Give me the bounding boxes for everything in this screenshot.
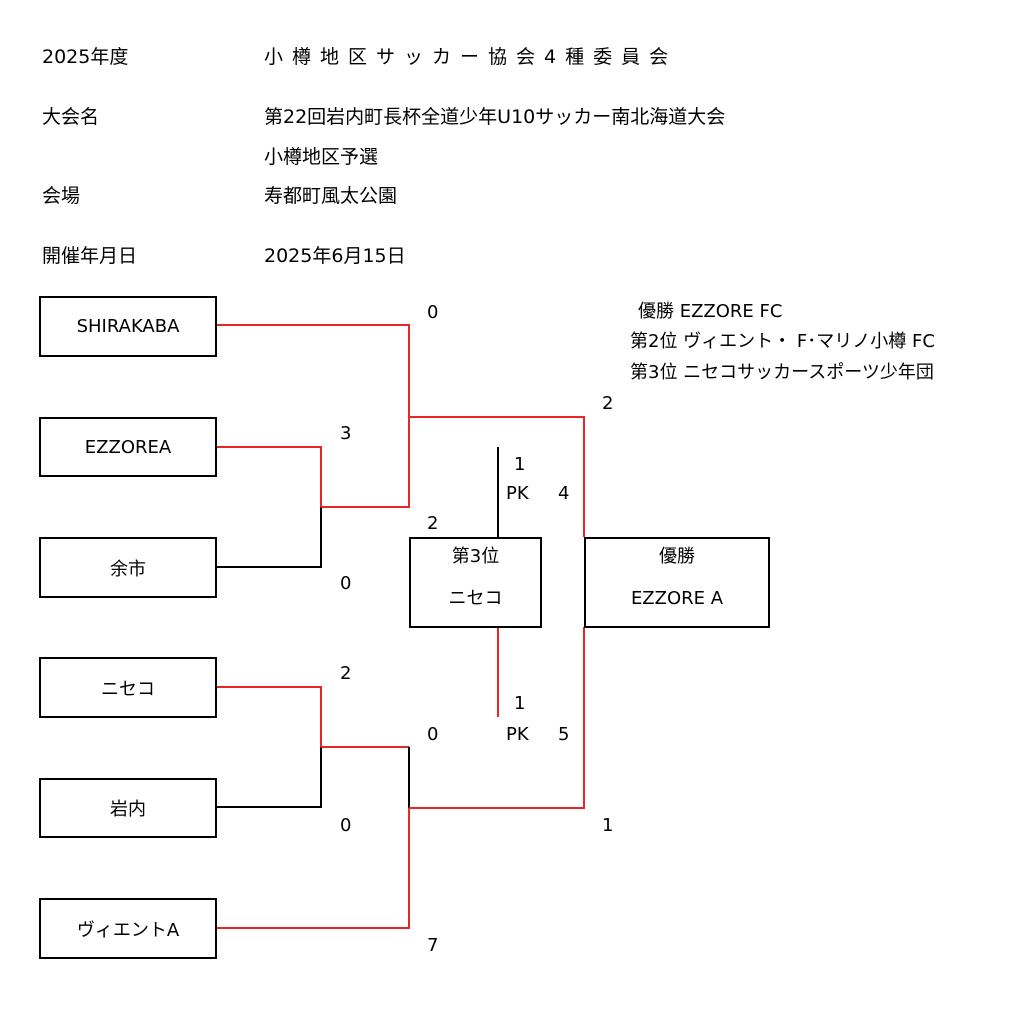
score-niseko: 2 bbox=[340, 663, 352, 684]
line-semi2-out bbox=[409, 627, 585, 809]
line-shirakaba bbox=[216, 324, 410, 417]
pk-label-bottom: PK bbox=[506, 724, 529, 745]
venue: 寿都町風太公園 bbox=[264, 185, 398, 207]
score-shirakaba: 0 bbox=[427, 302, 439, 323]
line-niseko bbox=[216, 686, 322, 747]
score-iwanai: 0 bbox=[340, 815, 352, 836]
team-box: 岩内 bbox=[39, 778, 217, 838]
score-semi1: 2 bbox=[427, 513, 439, 534]
score-vientoa: 7 bbox=[427, 935, 439, 956]
team-box: SHIRAKABA bbox=[39, 296, 217, 357]
score-third-top: 1 bbox=[514, 454, 526, 475]
date-label: 開催年月日 bbox=[42, 245, 138, 267]
event-date: 2025年6月15日 bbox=[264, 245, 406, 267]
score-yoichi: 0 bbox=[340, 573, 352, 594]
team-box: ヴィエントA bbox=[39, 898, 217, 959]
score-semi2: 0 bbox=[427, 724, 439, 745]
season-year: 2025年度 bbox=[42, 46, 129, 68]
line-vientoa bbox=[216, 808, 410, 929]
third-place-title: 第3位 bbox=[451, 546, 500, 567]
team-box: 余市 bbox=[39, 537, 217, 598]
team-box: EZZOREA bbox=[39, 417, 217, 477]
result-second: 第2位 ヴィエント・ F･マリノ小樽 FC bbox=[630, 331, 935, 352]
champion-team: EZZORE A bbox=[630, 588, 724, 609]
score-final-top: 2 bbox=[602, 393, 614, 414]
third-place-box: 第3位 ニセコ bbox=[409, 537, 542, 628]
champion-box: 優勝 EZZORE A bbox=[584, 537, 770, 628]
champion-title: 優勝 bbox=[659, 546, 695, 567]
line-yoichi bbox=[216, 507, 322, 568]
line-ezzorea bbox=[216, 446, 322, 507]
tournament-subname: 小樽地区予選 bbox=[264, 146, 379, 168]
score-final-bottom: 1 bbox=[602, 815, 614, 836]
line-iwanai bbox=[216, 747, 322, 808]
team-box: ニセコ bbox=[39, 657, 217, 718]
score-ezzorea: 3 bbox=[340, 423, 352, 444]
third-place-team: ニセコ bbox=[448, 588, 503, 609]
result-third: 第3位 ニセコサッカースポーツ少年団 bbox=[630, 362, 934, 383]
tournament-name-label: 大会名 bbox=[42, 106, 100, 128]
organization-name: 小樽地区サッカー協会4種委員会 bbox=[264, 46, 678, 68]
result-first: 優勝 EZZORE FC bbox=[638, 301, 783, 322]
score-third-bottom-pk: 5 bbox=[558, 724, 570, 745]
line-semi1-winner bbox=[321, 417, 410, 508]
score-third-bottom: 1 bbox=[514, 693, 526, 714]
line-semi1-out bbox=[409, 416, 585, 537]
venue-label: 会場 bbox=[42, 185, 81, 207]
tournament-name: 第22回岩内町長杯全道少年U10サッカー南北海道大会 bbox=[264, 106, 726, 128]
score-third-top-pk: 4 bbox=[558, 483, 570, 504]
pk-label-top: PK bbox=[506, 483, 529, 504]
